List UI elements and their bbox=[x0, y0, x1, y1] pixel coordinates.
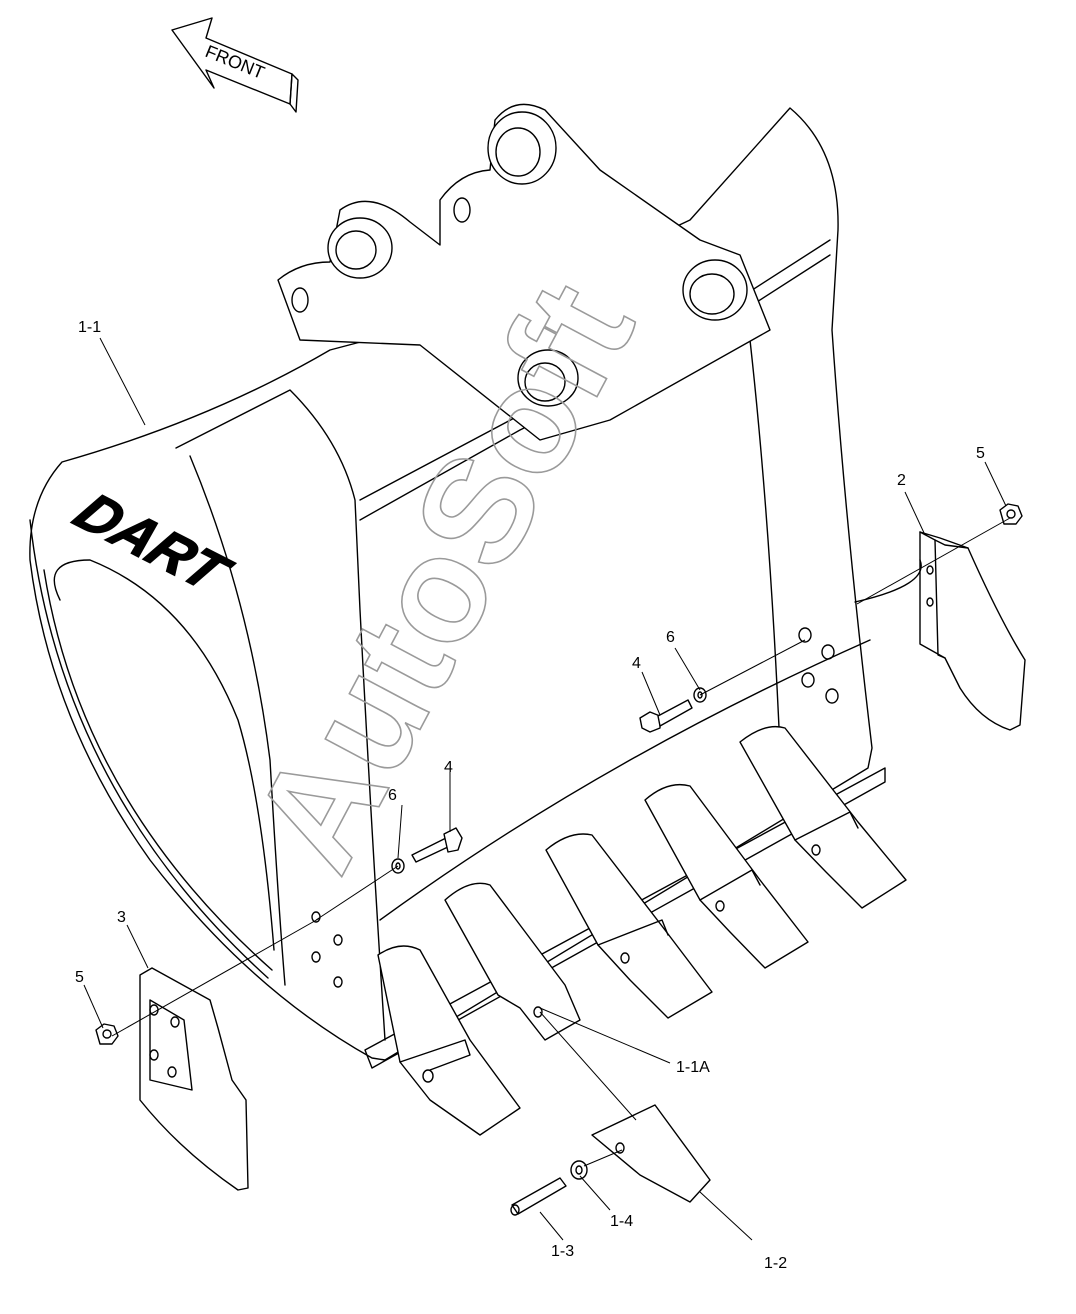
bolt-right bbox=[639, 699, 693, 733]
front-arrow: FRONT bbox=[171, 17, 299, 113]
callout-4-right: 4 bbox=[632, 655, 641, 672]
bucket-teeth bbox=[377, 725, 907, 1136]
pin-boss-right-front bbox=[682, 259, 748, 321]
pin-boss-left-rear bbox=[327, 217, 393, 279]
tooth-2 bbox=[444, 882, 581, 1041]
callout-3: 3 bbox=[117, 909, 126, 926]
retaining-washer bbox=[570, 1160, 588, 1180]
side-cutter-right bbox=[919, 531, 1026, 731]
callout-2: 2 bbox=[897, 472, 906, 489]
tooth-point bbox=[591, 1104, 711, 1203]
bolt-left bbox=[411, 827, 463, 863]
callout-1-4: 1-4 bbox=[610, 1213, 633, 1230]
mounting-lugs bbox=[277, 103, 771, 441]
tooth-4 bbox=[644, 783, 809, 969]
callout-5-right: 5 bbox=[976, 445, 985, 462]
callout-1-1A: 1-1A bbox=[676, 1059, 710, 1076]
tooth-1 bbox=[377, 945, 521, 1136]
callout-1-3: 1-3 bbox=[551, 1243, 574, 1260]
callout-4-left: 4 bbox=[444, 759, 453, 776]
callout-1-2: 1-2 bbox=[764, 1255, 787, 1272]
callout-6-left: 6 bbox=[388, 787, 397, 804]
callout-1-1: 1-1 bbox=[78, 319, 101, 336]
side-cutter-left bbox=[139, 967, 249, 1191]
nut-right bbox=[999, 503, 1023, 525]
callout-6-right: 6 bbox=[666, 629, 675, 646]
callout-labels: 1-1 2 5 4 6 4 6 3 5 1-1A 1-4 1-3 1-2 bbox=[75, 319, 985, 1272]
tooth-5 bbox=[739, 725, 907, 909]
callout-5-left: 5 bbox=[75, 969, 84, 986]
pin-boss-right-rear bbox=[487, 111, 557, 185]
leader-lines bbox=[83, 337, 1011, 1241]
side-bolt-holes bbox=[311, 627, 839, 988]
retaining-pin bbox=[510, 1177, 567, 1216]
nut-left bbox=[95, 1023, 119, 1045]
pin-boss-left-front bbox=[517, 349, 579, 407]
tooth-3 bbox=[545, 833, 713, 1019]
